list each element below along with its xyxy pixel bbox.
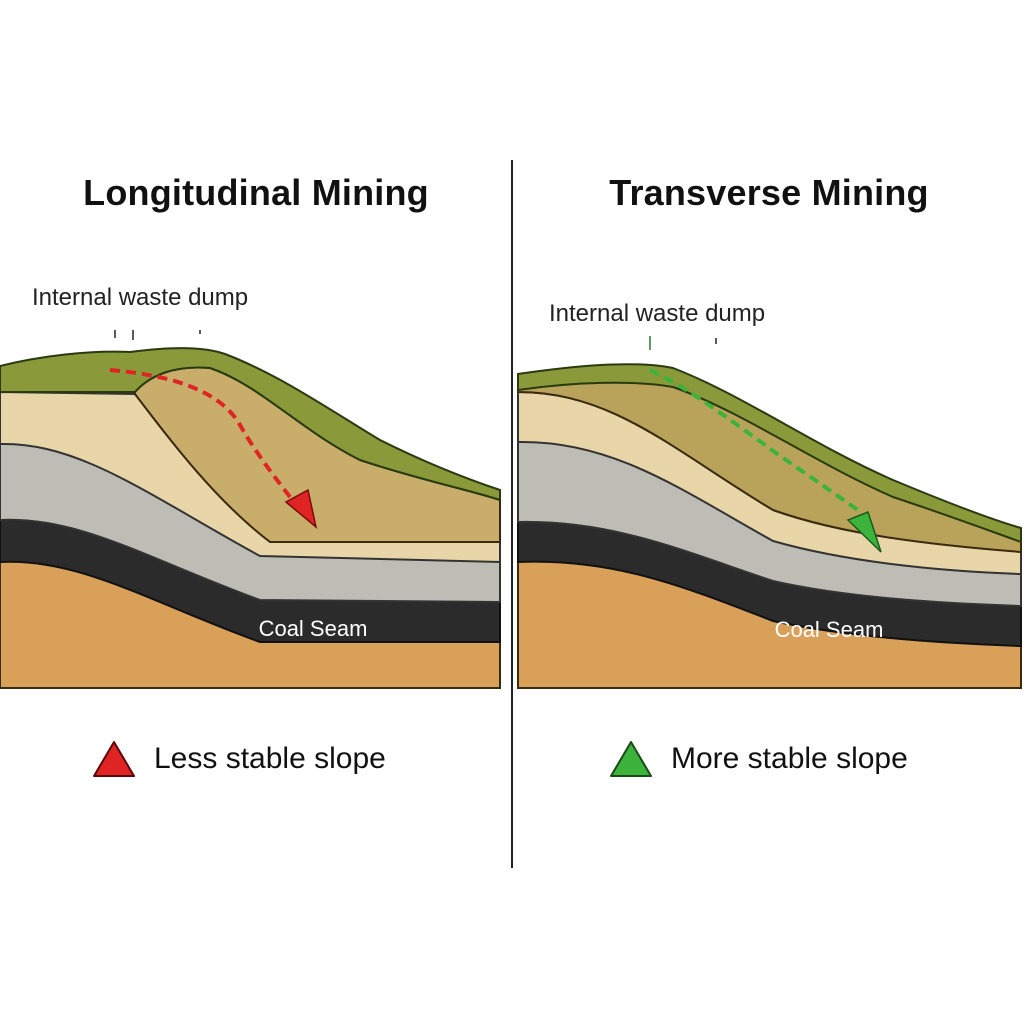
vegetation-cap [517,363,1022,544]
triangle-green-icon [610,741,652,777]
legend-text: Less stable slope [154,742,386,775]
slope-stable-arrow [649,368,882,553]
legend-text: More stable slope [671,742,908,775]
panel-title: Longitudinal Mining [83,172,429,213]
stability-legend: More stable slope [609,740,908,778]
coal-seam-label: Coal Seam [775,617,884,642]
transverse-cross-section: Coal Seam [517,336,1022,689]
stability-legend: Less stable slope [92,740,386,778]
panel-title: Transverse Mining [609,172,929,213]
waste-dump-label: Internal waste dump [32,284,249,311]
waste-dump-label: Internal waste dump [549,300,766,327]
vegetation-cap [0,347,501,502]
longitudinal-cross-section: Coal Seam [0,330,501,689]
coal-seam-label: Coal Seam [259,616,368,641]
slope-failure-arrow [109,368,318,529]
transverse-panel: Transverse Mining Internal waste dump Co… [513,0,1024,1024]
panel-divider [511,160,513,868]
label-ticks [114,330,201,340]
longitudinal-panel: Longitudinal Mining Internal waste dump … [0,172,501,778]
warning-triangle-red-icon [93,741,135,777]
label-ticks [649,336,717,350]
